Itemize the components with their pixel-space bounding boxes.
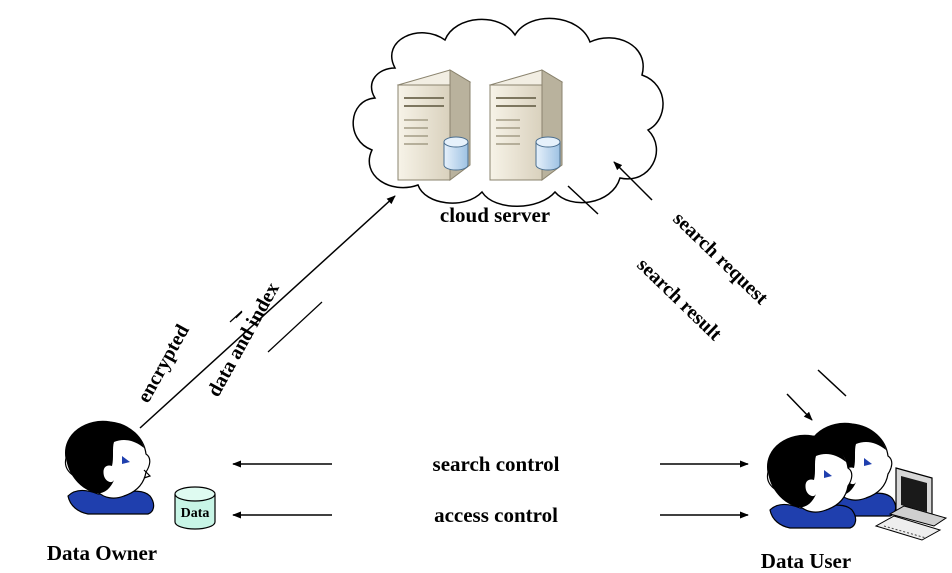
computer-icon (874, 467, 948, 541)
server-icon (488, 69, 564, 181)
search-control-label: search control (433, 452, 560, 476)
label-bracket-2 (267, 301, 323, 353)
database-icon: Data (174, 486, 216, 530)
encrypted-label: encrypted (133, 321, 194, 406)
search-result-label: search result (633, 254, 727, 346)
person-icon (64, 420, 155, 515)
data-user-label: Data User (761, 549, 851, 573)
search-result-line (567, 185, 599, 215)
person-icon (766, 434, 857, 529)
data-owner-label: Data Owner (47, 541, 157, 565)
cloud-server-label: cloud server (440, 203, 550, 227)
search-request-line (817, 369, 847, 397)
upload-arrow (139, 195, 396, 429)
search-request-arrow (613, 161, 653, 201)
upload-bracket (235, 311, 243, 319)
data-icon-label: Data (181, 506, 210, 521)
database-icon (443, 136, 469, 171)
search-result-arrow (786, 393, 813, 421)
label-bracket (229, 310, 243, 323)
data-and-index-label: data and index (203, 279, 284, 400)
database-icon (535, 136, 561, 171)
server-icon (396, 69, 472, 181)
access-control-label: access control (434, 503, 558, 527)
